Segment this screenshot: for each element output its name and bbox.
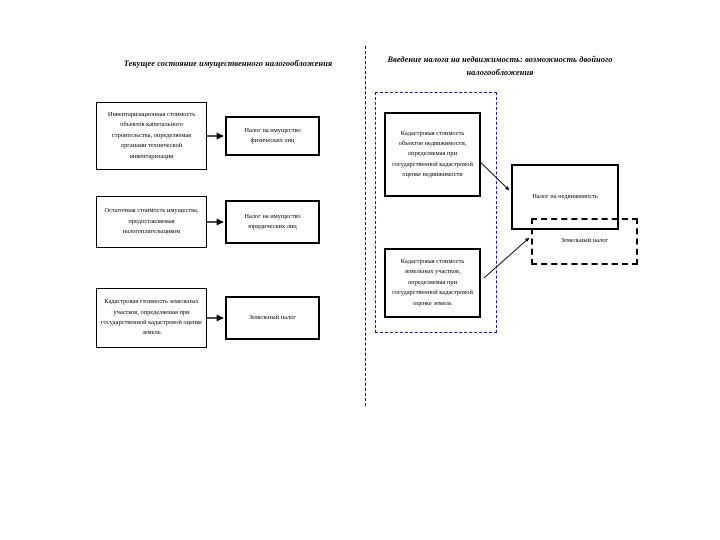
node-label: Остаточная стоимость имущества, предоста… (104, 207, 199, 236)
node-land-tax[interactable]: Земельный налог (225, 296, 320, 340)
cadastral-group-container (375, 92, 497, 333)
node-land-tax-overlap[interactable]: Земельный налог (531, 218, 638, 265)
node-inventory-value[interactable]: Инвентаризационная стоимость объектов ка… (96, 102, 207, 170)
node-label: Налог на имущество юридических лиц (244, 212, 301, 230)
node-label: Налог на недвижимость (532, 192, 598, 200)
node-label: Земельный налог (248, 313, 297, 321)
node-individual-property-tax[interactable]: Налог на имущество физических лиц (225, 116, 320, 156)
node-label: Кадастровая стоимость земельных участков… (101, 298, 203, 337)
node-residual-value[interactable]: Остаточная стоимость имущества, предоста… (96, 196, 207, 248)
node-label: Кадастровая стоимость объектов недвижимо… (392, 129, 473, 179)
right-panel-title: Введение налога на недвижимость: возможн… (387, 55, 613, 77)
node-cadastral-land-value[interactable]: Кадастровая стоимость земельных участков… (96, 288, 207, 348)
node-label: Кадастровая стоимость земельных участков… (392, 258, 473, 307)
left-panel-title: Текущее состояние имущественного налогоо… (123, 59, 333, 68)
node-label: Земельный налог (560, 237, 609, 245)
node-cadastral-realty-value[interactable]: Кадастровая стоимость объектов недвижимо… (384, 112, 481, 197)
node-label: Налог на имущество физических лиц (244, 126, 301, 144)
node-corporate-property-tax[interactable]: Налог на имущество юридических лиц (225, 200, 320, 244)
panel-divider (365, 46, 366, 406)
node-label: Инвентаризационная стоимость объектов ка… (107, 111, 196, 160)
node-cadastral-land-value-new[interactable]: Кадастровая стоимость земельных участков… (384, 248, 481, 318)
